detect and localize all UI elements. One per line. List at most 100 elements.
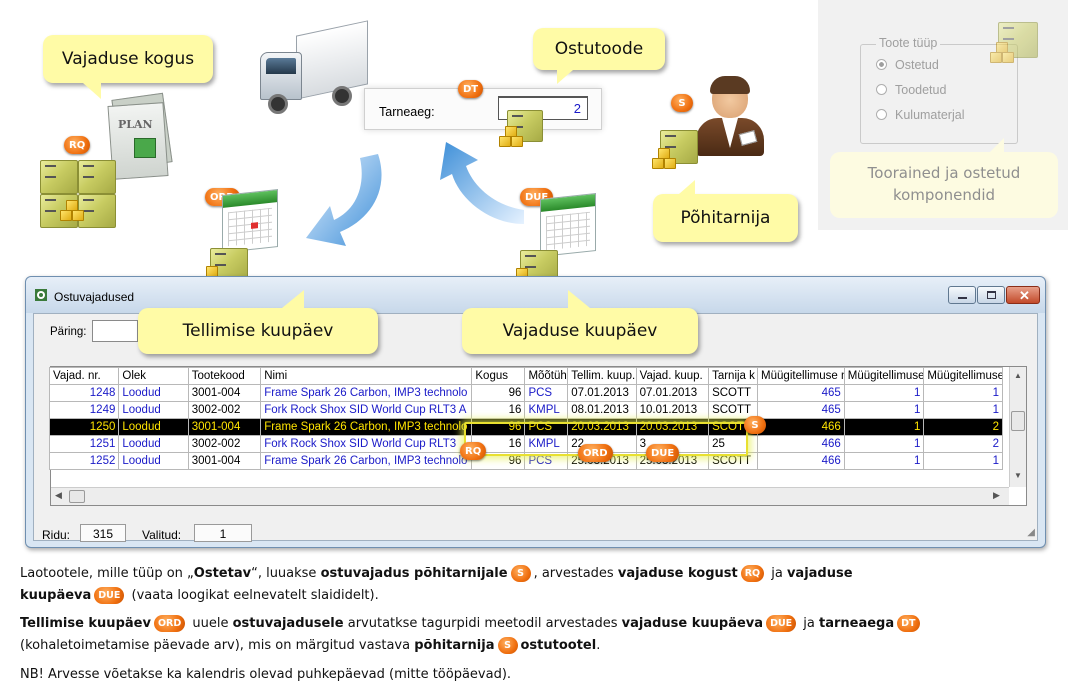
callout-text: Toorained ja ostetud	[867, 164, 1021, 182]
cell: 1248	[48, 384, 120, 402]
window-app-icon	[35, 289, 47, 301]
radio-label: Toodetud	[895, 83, 947, 97]
badge-rq: RQ	[64, 136, 91, 154]
horizontal-scrollbar[interactable]: ◀ ▶	[51, 487, 1009, 505]
radio-empty-icon	[876, 84, 887, 95]
table-row[interactable]: 1248 Loodud 3001-004 Frame Spark 26 Carb…	[48, 384, 1003, 402]
column-header[interactable]: Kogus	[471, 367, 526, 385]
cell: PCS	[524, 384, 569, 402]
caption-bold: ostutootel	[520, 638, 597, 653]
caption-text: “, luuakse	[251, 566, 321, 581]
caption-bold: tarneaega	[819, 616, 895, 631]
close-button[interactable]: ✕	[1006, 286, 1040, 304]
cell: SCOTT	[708, 452, 759, 470]
caption-text: (vaata loogikat eelnevatelt slaididelt).	[127, 588, 379, 603]
column-header[interactable]: Olek	[118, 367, 189, 385]
rows-label: Ridu:	[42, 528, 71, 542]
cell: 2	[923, 418, 1003, 436]
badge-s-row: S	[744, 416, 766, 434]
scroll-up-icon: ▲	[1014, 371, 1022, 380]
cell: Fork Rock Shox SID World Cup RLT3	[260, 435, 473, 453]
callout-tellimise-kuupaev: Tellimise kuupäev	[138, 290, 378, 354]
caption-bold: põhitarnija	[414, 638, 495, 653]
toote-tuup-boxes-icon	[980, 22, 1050, 82]
table-row[interactable]: 1251 Loodud 3002-002 Fork Rock Shox SID …	[48, 435, 1003, 453]
cell: SCOTT	[708, 384, 759, 402]
badge-dt: DT	[458, 80, 484, 98]
calendar-ord-icon	[222, 189, 278, 253]
caption-text: , arvestades	[533, 566, 618, 581]
column-header[interactable]: Vajad. kuup.	[635, 367, 710, 385]
supplier-person-icon	[696, 76, 766, 158]
resize-grip-icon[interactable]: ◢	[1027, 527, 1035, 538]
cell: KMPL	[524, 401, 569, 419]
plan-document-icon: PLAN	[107, 92, 173, 180]
boxes-small-icon	[495, 110, 545, 160]
radio-selected-icon	[876, 59, 887, 70]
minimize-button[interactable]	[948, 286, 976, 304]
column-header[interactable]: Vajad. nr.	[48, 367, 120, 385]
radio-ostetud[interactable]: Ostetud	[876, 58, 939, 72]
query-label: Päring:	[50, 326, 87, 338]
column-header[interactable]: Tellim. kuup.	[567, 367, 637, 385]
supplier-boxes-icon	[650, 130, 706, 186]
badge-rq-inline: RQ	[740, 565, 765, 582]
badge-s-inline: S	[497, 637, 518, 654]
caption-bold: ostuvajadus põhitarnijale	[320, 566, 508, 581]
caption-text: NB! Arvesse võetakse ka kalendris olevad…	[20, 667, 512, 682]
caption-bold: vajaduse kuupäeva	[621, 616, 764, 631]
callout-text: Vajaduse kogus	[61, 49, 195, 69]
cell: 1249	[48, 401, 120, 419]
cell: 465	[757, 384, 845, 402]
caption-bold: kuupäeva	[20, 588, 92, 603]
cell: 1	[843, 401, 925, 419]
radio-label: Ostetud	[895, 58, 939, 72]
cell: Loodud	[118, 401, 189, 419]
plan-label: PLAN	[118, 118, 153, 131]
column-header[interactable]: Mõõtühik	[524, 367, 569, 385]
cell: 2	[923, 435, 1003, 453]
callout-text: Vajaduse kuupäev	[502, 321, 658, 341]
cell: 1	[843, 452, 925, 470]
cell: Frame Spark 26 Carbon, IMP3 technolo	[260, 418, 473, 436]
table-row[interactable]: 1249 Loodud 3002-002 Fork Rock Shox SID …	[48, 401, 1003, 419]
callout-text: komponendid	[892, 186, 996, 204]
cell: 465	[757, 401, 845, 419]
column-header[interactable]: Tootekood	[187, 367, 262, 385]
cell: 1	[923, 452, 1003, 470]
caption-bold: Ostetav	[193, 566, 252, 581]
scroll-thumb[interactable]	[69, 490, 85, 503]
vertical-scrollbar[interactable]: ▲ ▼	[1009, 367, 1026, 487]
cell: 3002-002	[187, 435, 262, 453]
caption-bold: vajaduse kogust	[617, 566, 738, 581]
column-header[interactable]: Müügitellimuse nr	[757, 367, 845, 385]
query-input[interactable]	[92, 320, 138, 342]
cell: 96	[471, 452, 526, 470]
caption-text: .	[596, 638, 601, 653]
cell: 466	[757, 452, 845, 470]
caption-paragraph-2b: (kohaletoimetamise päevade arv), mis on …	[20, 635, 600, 656]
column-header[interactable]: Nimi	[260, 367, 473, 385]
badge-due-inline: DUE	[766, 615, 797, 632]
column-header[interactable]: Müügitellimuse	[923, 367, 1003, 385]
radio-kulumaterjal[interactable]: Kulumaterjal	[876, 108, 964, 122]
cell: Loodud	[118, 418, 189, 436]
column-header[interactable]: Müügitellimuse	[843, 367, 925, 385]
column-header[interactable]: Tarnija k	[708, 367, 759, 385]
cell: 25	[708, 435, 759, 453]
cell: Fork Rock Shox SID World Cup RLT3 A	[260, 401, 473, 419]
caption-text: arvutatkse tagurpidi meetodil arvestades	[343, 616, 622, 631]
cell: 466	[757, 418, 845, 436]
radio-toodetud[interactable]: Toodetud	[876, 83, 946, 97]
maximize-button[interactable]	[977, 286, 1005, 304]
radio-empty-icon	[876, 109, 887, 120]
selected-value: 1	[194, 524, 252, 542]
cell: PCS	[524, 452, 569, 470]
cell: 1	[843, 384, 925, 402]
minimize-icon	[958, 297, 967, 299]
scroll-down-icon: ▼	[1014, 471, 1022, 480]
close-icon: ✕	[1019, 288, 1030, 303]
callout-vajaduse-kuupaev: Vajaduse kuupäev	[462, 290, 698, 354]
scroll-thumb[interactable]	[1011, 411, 1025, 431]
badge-ord-row: ORD	[578, 444, 613, 462]
